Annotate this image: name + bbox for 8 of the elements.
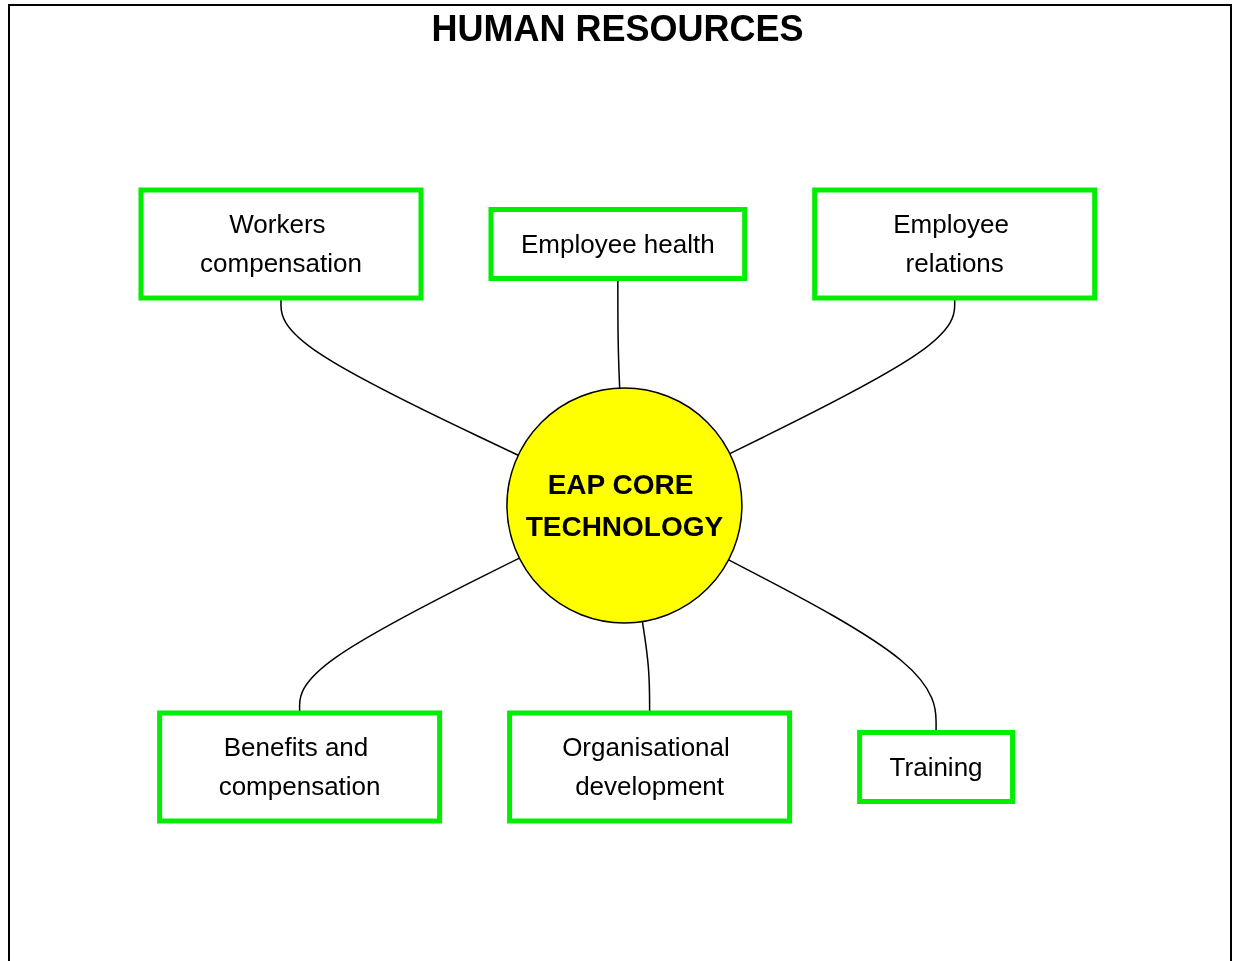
node-box: Employee relations: [811, 187, 1097, 301]
node-box: Training: [856, 730, 1015, 804]
node-box: Benefits and compensation: [156, 710, 442, 824]
title: HUMAN RESOURCES: [431, 8, 804, 50]
node-box: Employee health: [488, 207, 747, 281]
node-box: Workers compensation: [138, 187, 424, 301]
node-box: Organisational development: [506, 710, 792, 824]
node-circle: EAP CORE TECHNOLOGY: [505, 387, 743, 624]
